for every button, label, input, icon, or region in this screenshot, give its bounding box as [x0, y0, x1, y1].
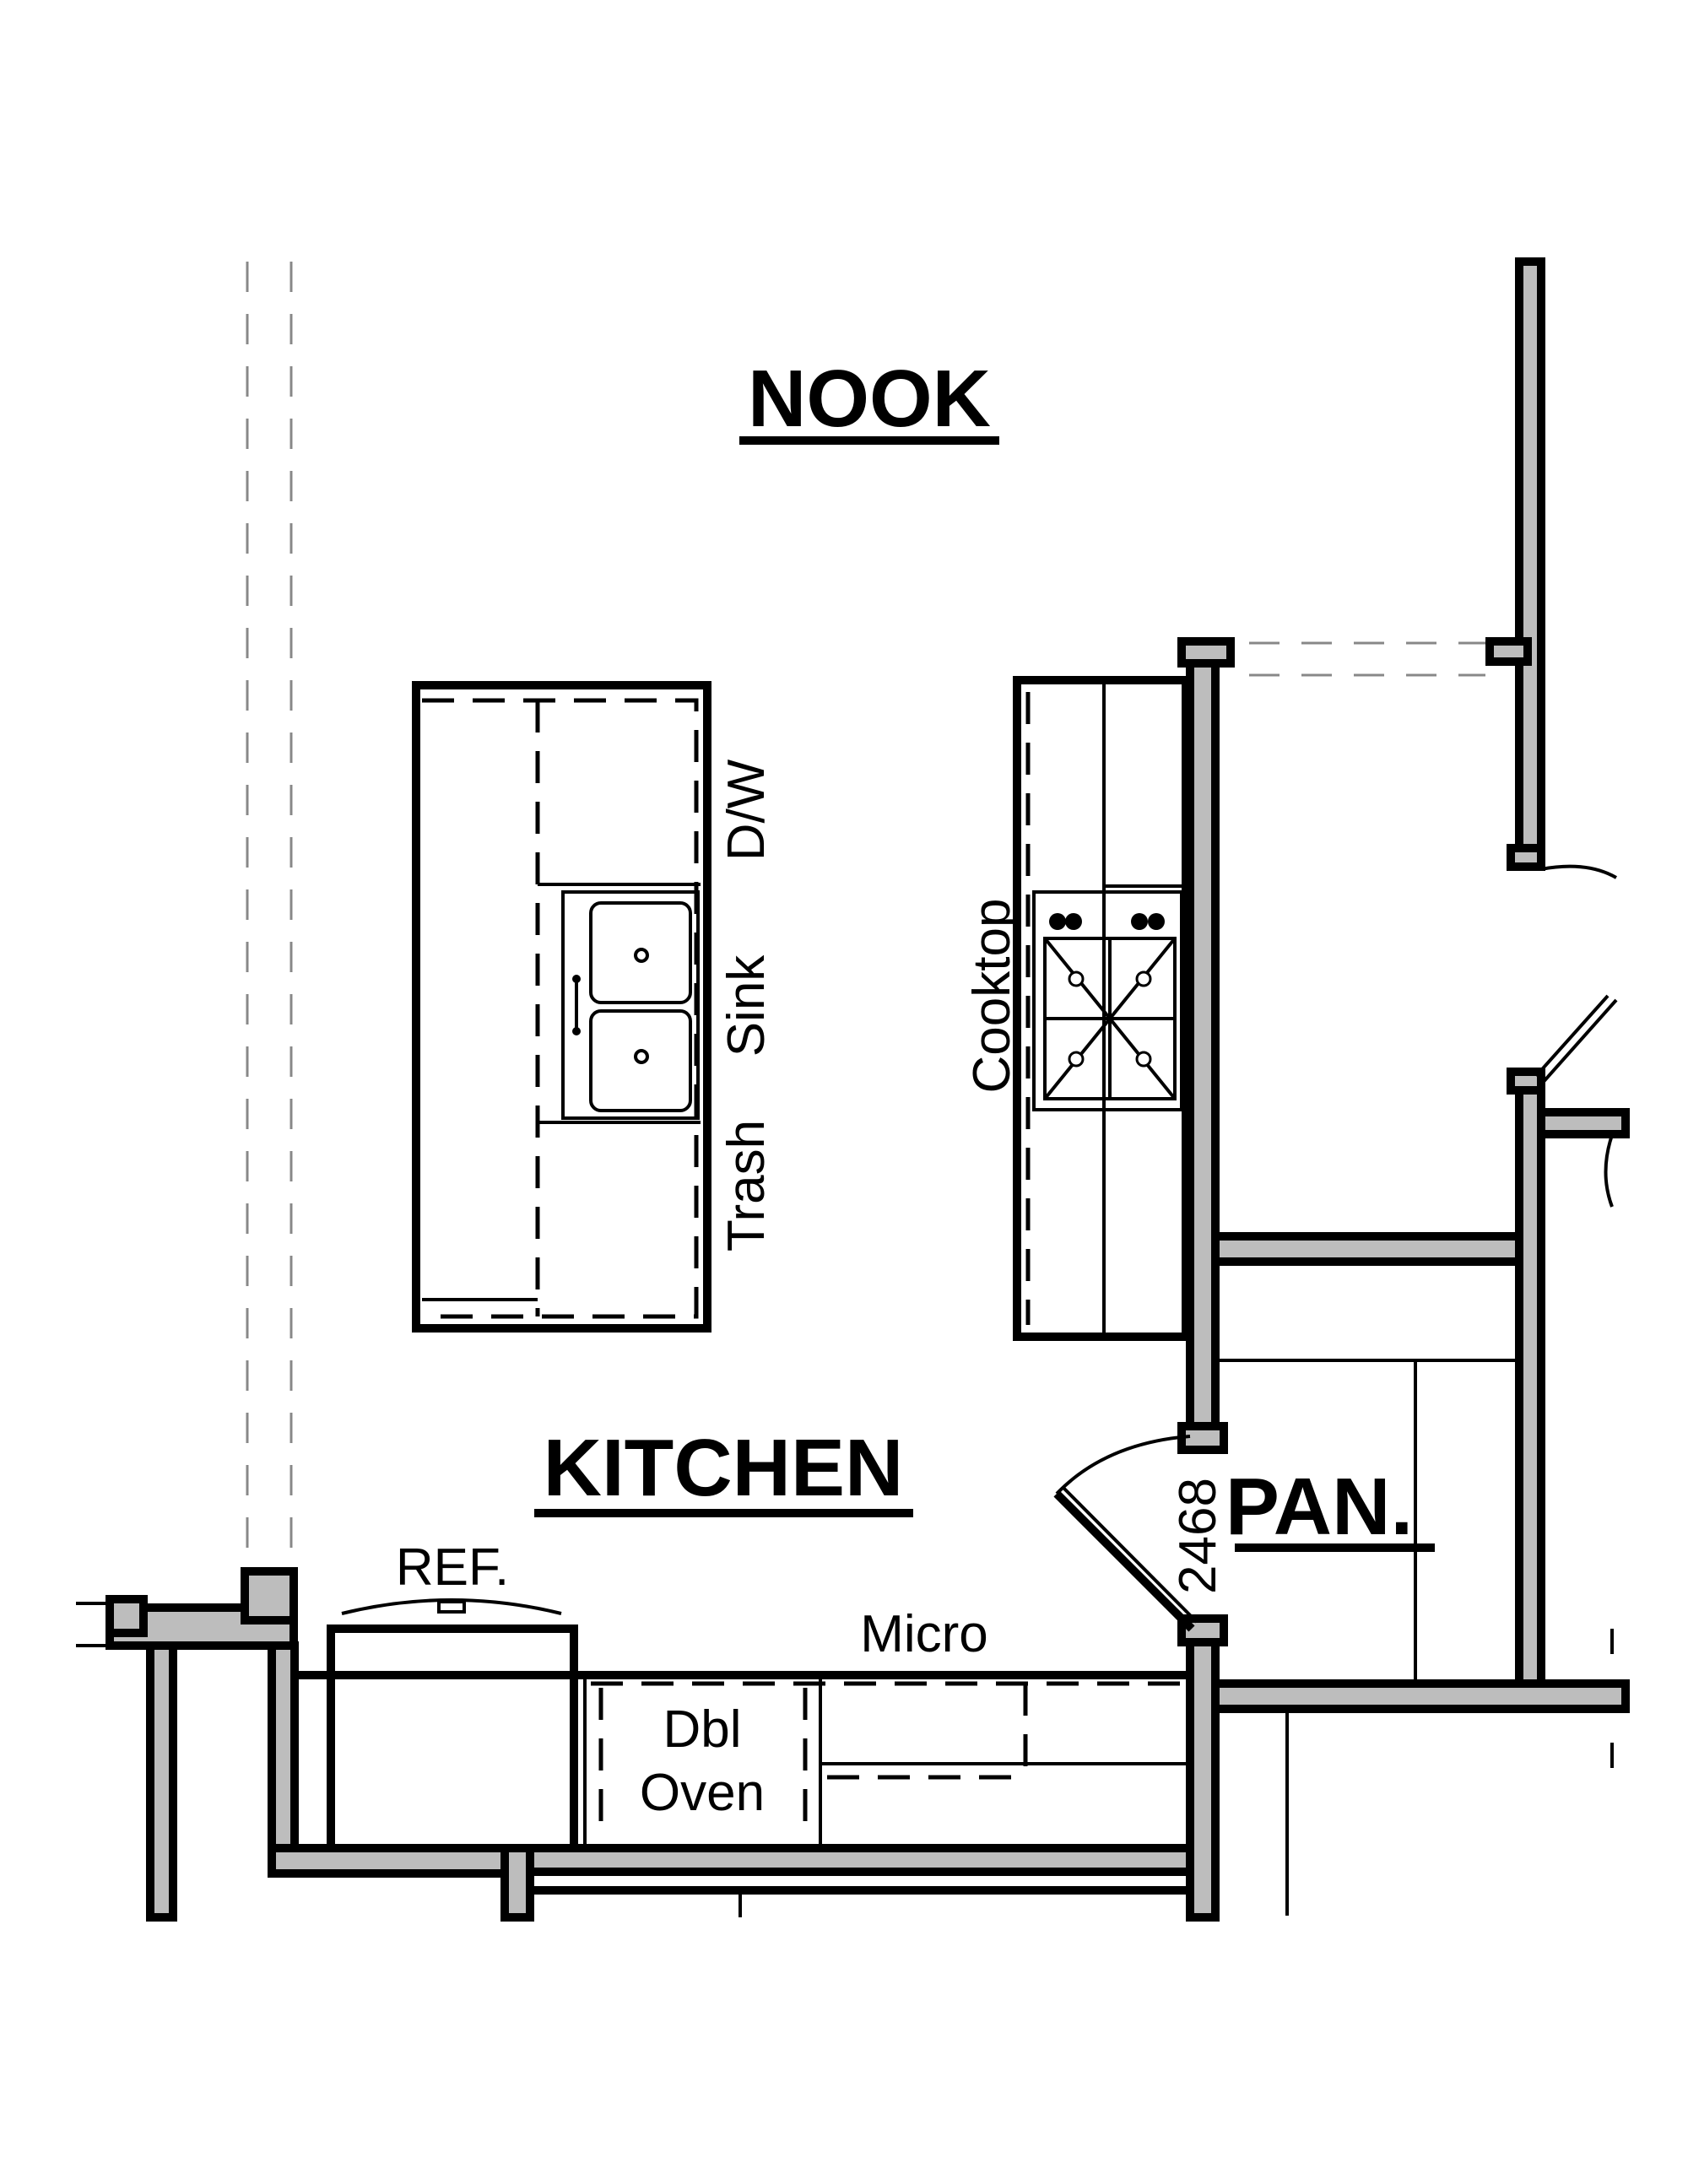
- room-label-nook: NOOK: [748, 354, 991, 444]
- door-size-label: 2468: [1169, 1478, 1227, 1594]
- double-oven-label-line1: Dbl: [663, 1700, 741, 1759]
- dishwasher-label: D/W: [717, 759, 776, 861]
- right-walls: [1211, 257, 1630, 1916]
- kitchen-pantry-wall: [1177, 637, 1235, 1922]
- cooktop-label: Cooktop: [963, 899, 1021, 1094]
- back-counter: [295, 1624, 1190, 1852]
- bottom-walls: [76, 1567, 1194, 1922]
- pantry-shelving: [1215, 1359, 1519, 1684]
- refrigerator: [341, 1598, 562, 1615]
- sink-label: Sink: [717, 954, 776, 1057]
- pantry-door: [1053, 1435, 1198, 1632]
- refrigerator-label: REF.: [396, 1538, 509, 1597]
- dashed-guide-lines: [246, 262, 1485, 1570]
- microwave-label: Micro: [860, 1605, 988, 1663]
- trash-label: Trash: [717, 1120, 776, 1251]
- island-sink: [561, 890, 700, 1120]
- double-oven-label-line2: Oven: [640, 1764, 765, 1822]
- cooktop: [1032, 890, 1183, 1111]
- room-label-pantry: PAN.: [1225, 1462, 1413, 1552]
- room-label-kitchen: KITCHEN: [544, 1423, 904, 1513]
